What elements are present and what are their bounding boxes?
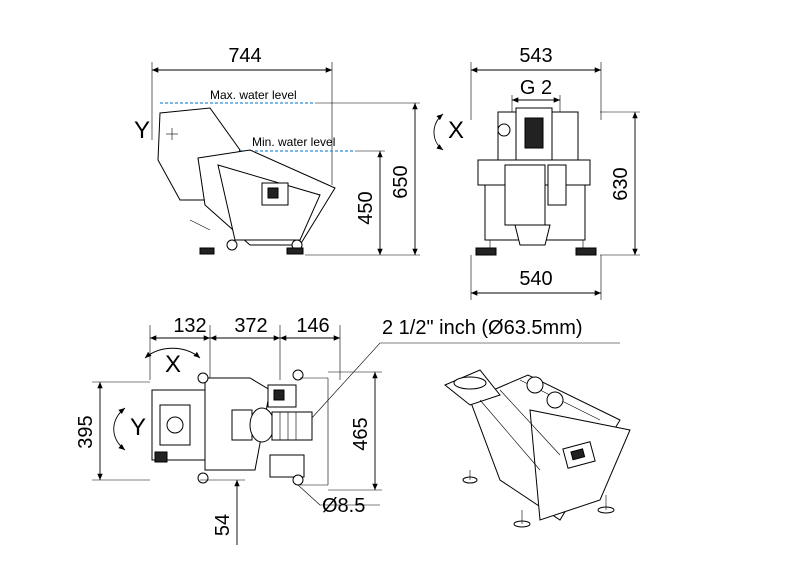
dim-146: 146 — [296, 315, 329, 337]
dim-g2: G 2 — [520, 77, 552, 99]
dim-540: 540 — [519, 268, 552, 290]
max-water-label: Max. water level — [210, 88, 297, 102]
top-machine — [151, 369, 329, 486]
dim-54: 54 — [212, 514, 234, 536]
axis-x-top: X — [165, 351, 181, 378]
dim-hole: Ø8.5 — [322, 495, 365, 517]
side-machine — [157, 107, 336, 255]
axis-y-side: Y — [134, 117, 150, 144]
dim-132: 132 — [173, 315, 206, 337]
dim-465: 465 — [350, 417, 372, 450]
dim-543: 543 — [519, 45, 552, 67]
front-view: 543 G 2 X 630 540 — [433, 45, 640, 300]
rotation-arrow-y-top — [113, 407, 126, 451]
axis-x-front: X — [448, 117, 464, 144]
dim-372: 372 — [234, 315, 267, 337]
rotation-arrow-x-top — [144, 347, 201, 359]
axis-y-top: Y — [130, 414, 146, 441]
dim-pipe: 2 1/2" inch (Ø63.5mm) — [382, 317, 583, 339]
pipe-leader — [309, 342, 620, 421]
side-view: 744 Max. water level Min. water level Y … — [134, 45, 420, 256]
min-water-label: Min. water level — [252, 135, 335, 149]
hole-leader — [297, 484, 321, 506]
dim-650: 650 — [390, 165, 412, 198]
dim-744: 744 — [228, 45, 261, 67]
dim-395: 395 — [75, 415, 97, 448]
top-view: 132 372 146 2 1/2" inch (Ø63.5mm) — [75, 315, 620, 545]
isometric-view — [444, 369, 631, 528]
front-machine — [475, 107, 597, 256]
dim-630: 630 — [610, 167, 632, 200]
dim-450: 450 — [355, 191, 377, 224]
rotation-arrow-x-front — [433, 113, 444, 151]
